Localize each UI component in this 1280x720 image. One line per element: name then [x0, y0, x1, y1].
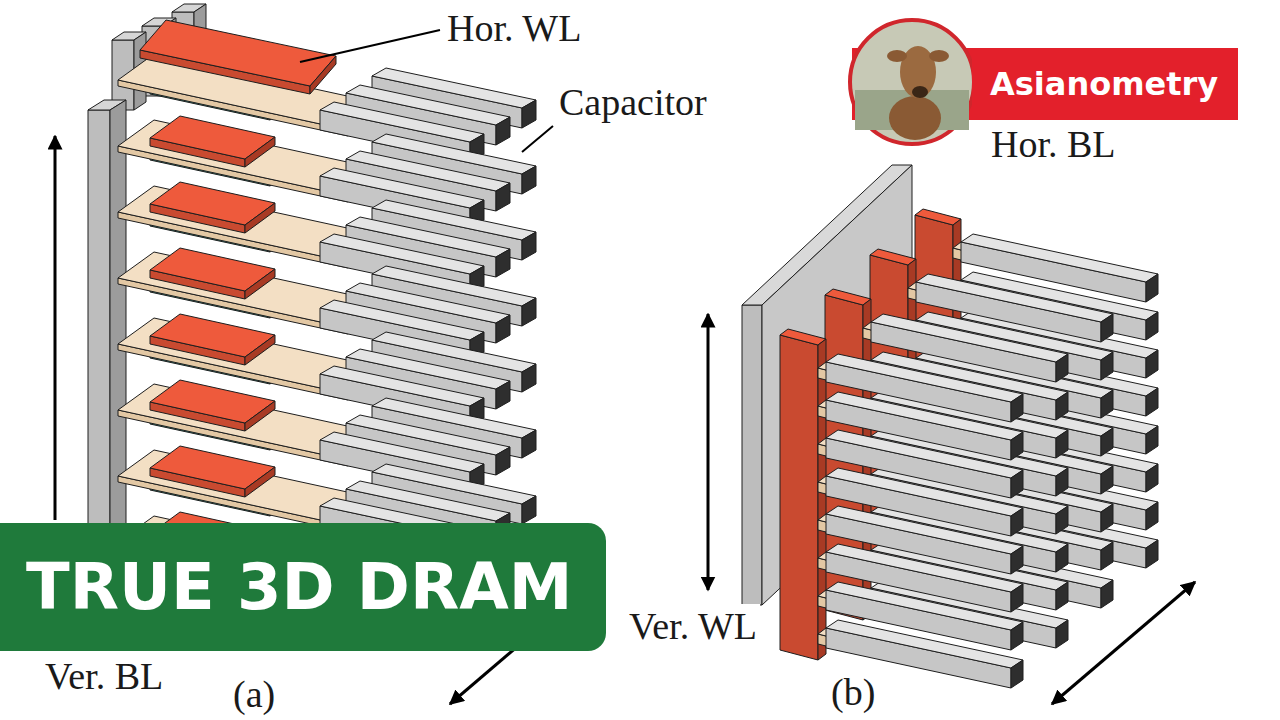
block-face: [1101, 314, 1113, 342]
block-face: [496, 381, 510, 409]
title-banner: TRUE 3D DRAM: [0, 523, 606, 651]
block-face: [1146, 426, 1158, 454]
block-face: [1101, 466, 1113, 494]
block-face: [320, 300, 484, 340]
block-face: [140, 20, 336, 86]
block-face: [1056, 544, 1068, 572]
block-face: [1056, 506, 1068, 534]
block-face: [522, 430, 536, 458]
block-face: [826, 582, 1023, 630]
block-face: [826, 354, 1023, 402]
block-face: [1056, 468, 1068, 496]
block-face: [320, 432, 484, 472]
block-face: [1101, 352, 1113, 380]
block-face: [916, 274, 1113, 322]
block-face: [961, 234, 1158, 282]
block-face: [245, 203, 275, 233]
block-face: [780, 329, 826, 345]
block-face: [1101, 428, 1113, 456]
deer-ear: [929, 50, 949, 62]
block-face: [825, 289, 871, 305]
block-face: [826, 506, 1023, 554]
block-face: [496, 315, 510, 343]
deer-ear: [887, 50, 907, 62]
block-face: [1146, 350, 1158, 378]
part-label: (a): [230, 672, 278, 716]
part-label: Ver. WL: [626, 604, 760, 648]
block-face: [1011, 660, 1023, 688]
depth-arrow: [1052, 582, 1195, 704]
block-face: [1011, 470, 1023, 498]
block-face: [1011, 546, 1023, 574]
part-label: Hor. WL: [444, 6, 584, 50]
block-face: [320, 366, 484, 406]
block-face: [826, 430, 1023, 478]
block-face: [522, 232, 536, 260]
block-face: [915, 209, 961, 225]
block-face: [1056, 430, 1068, 458]
deer-body: [889, 96, 941, 140]
part-label: (b): [828, 670, 878, 714]
block-face: [1146, 464, 1158, 492]
channel-badge: Asianometry: [972, 48, 1238, 120]
leader-line: [522, 126, 553, 152]
block-face: [1056, 582, 1068, 610]
block-face: [1056, 392, 1068, 420]
deer-nose: [912, 86, 928, 98]
block-face: [245, 467, 275, 497]
block-face: [1146, 274, 1158, 302]
block-face: [1011, 622, 1023, 650]
block-face: [496, 183, 510, 211]
block-face: [522, 364, 536, 392]
avatar-circle: [850, 20, 974, 144]
leader-line: [300, 30, 440, 62]
block-face: [1056, 354, 1068, 382]
block-face: [245, 335, 275, 365]
block-face: [1011, 584, 1023, 612]
block-face: [245, 137, 275, 167]
block-face: [320, 168, 484, 208]
block-face: [871, 314, 1068, 362]
block-face: [1101, 580, 1113, 608]
node-text: TRUE 3D DRAM: [26, 541, 572, 633]
height-arrow: [707, 314, 710, 590]
block-face: [780, 335, 818, 660]
block-face: [826, 544, 1023, 592]
block-face: [320, 234, 484, 274]
node-text: Asianometry: [990, 64, 1218, 104]
block-face: [496, 249, 510, 277]
block-face: [1011, 508, 1023, 536]
block-face: [870, 249, 916, 265]
block-face: [522, 298, 536, 326]
block-face: [522, 496, 536, 524]
block-face: [1146, 312, 1158, 340]
block-face: [522, 166, 536, 194]
block-face: [1146, 540, 1158, 568]
part-label: Capacitor: [556, 80, 710, 124]
part-label: Ver. BL: [42, 654, 166, 698]
block-face: [1101, 390, 1113, 418]
block-face: [742, 305, 762, 605]
block-face: [1056, 620, 1068, 648]
block-face: [826, 620, 1023, 668]
block-face: [320, 102, 484, 142]
block-face: [310, 56, 336, 94]
block-face: [826, 392, 1023, 440]
block-face: [1146, 388, 1158, 416]
height-arrow: [54, 136, 57, 520]
block-face: [245, 269, 275, 299]
block-face: [1101, 504, 1113, 532]
block-face: [818, 339, 826, 660]
block-face: [1146, 502, 1158, 530]
block-face: [1101, 542, 1113, 570]
block-face: [826, 468, 1023, 516]
block-face: [1011, 394, 1023, 422]
part-label: Hor. BL: [988, 122, 1119, 166]
block-face: [1011, 432, 1023, 460]
block-face: [522, 100, 536, 128]
block-face: [245, 401, 275, 431]
block-face: [496, 447, 510, 475]
block-face: [496, 117, 510, 145]
